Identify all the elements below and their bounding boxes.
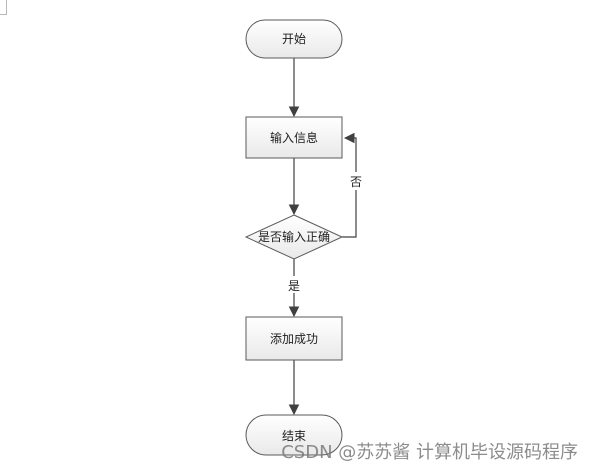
decision-label: 是否输入正确	[258, 229, 330, 244]
edge-label-yes: 是	[288, 279, 300, 293]
success-process-box	[245, 316, 343, 361]
watermark: CSDN @苏苏酱 计算机毕设源码程序	[281, 442, 578, 463]
corner-marker	[0, 0, 7, 15]
decision-diamond	[244, 214, 344, 260]
edge-label-no-bg	[347, 172, 365, 190]
input-process-label: 输入信息	[270, 130, 318, 145]
edge-label-yes-bg	[285, 276, 303, 293]
end-terminator	[245, 414, 343, 456]
start-label: 开始	[282, 32, 306, 46]
start-terminator	[245, 19, 343, 59]
success-process-label: 添加成功	[270, 332, 318, 346]
input-process-box	[245, 116, 343, 159]
end-label: 结束	[282, 429, 306, 443]
edge-label-no: 否	[350, 175, 362, 189]
